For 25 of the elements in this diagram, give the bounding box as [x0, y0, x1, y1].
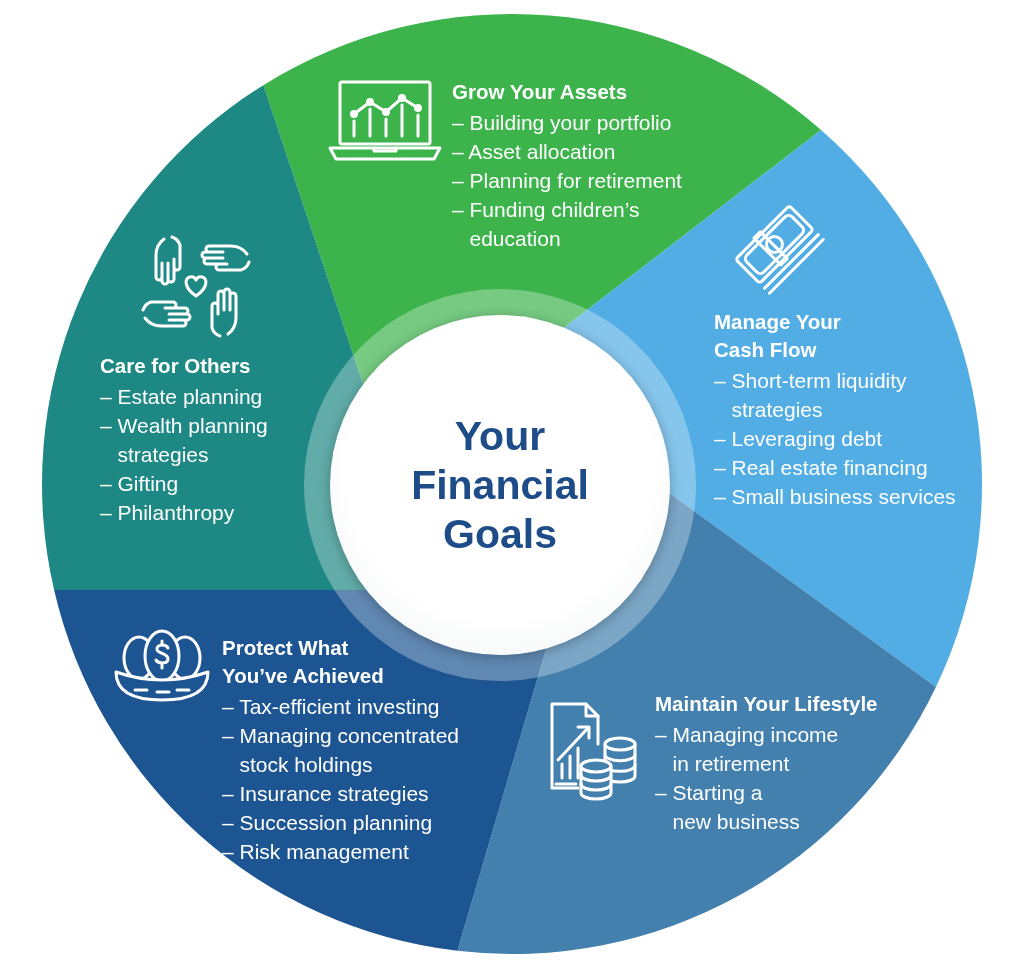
list-item: – Funding children’s education	[452, 197, 641, 252]
list-item: – Building your portfolio	[452, 110, 672, 136]
list-item: – Planning for retirement	[452, 168, 682, 194]
list-item: – Gifting	[100, 471, 179, 497]
list-item: – Risk management	[222, 839, 409, 865]
list-item: – Managing concentrated stock holdings	[222, 723, 460, 778]
list-item: – Leveraging debt	[714, 426, 883, 452]
list-item: – Managing income in retirement	[655, 722, 840, 777]
segment-heading: Manage Your Cash Flow	[714, 309, 842, 363]
list-item: – Tax-efficient investing	[222, 694, 440, 720]
list-item: – Insurance strategies	[222, 781, 429, 807]
center-title: Your Financial Goals	[410, 411, 590, 559]
list-item: – Real estate financing	[714, 455, 928, 481]
list-item: – Estate planning	[100, 384, 263, 410]
list-item: – Asset allocation	[452, 139, 616, 165]
list-item: – Starting a new business	[655, 780, 801, 835]
list-item: – Small business services	[714, 484, 956, 510]
segment-heading: Care for Others	[100, 353, 251, 379]
list-item: – Succession planning	[222, 810, 433, 836]
segment-heading: Grow Your Assets	[452, 79, 628, 105]
list-item: – Wealth planning strategies	[100, 413, 269, 468]
segment-heading: Protect What You’ve Achieved	[222, 635, 385, 689]
list-item: – Short-term liquidity strategies	[714, 368, 908, 423]
segment-heading: Maintain Your Lifestyle	[655, 691, 878, 717]
list-item: – Philanthropy	[100, 500, 235, 526]
